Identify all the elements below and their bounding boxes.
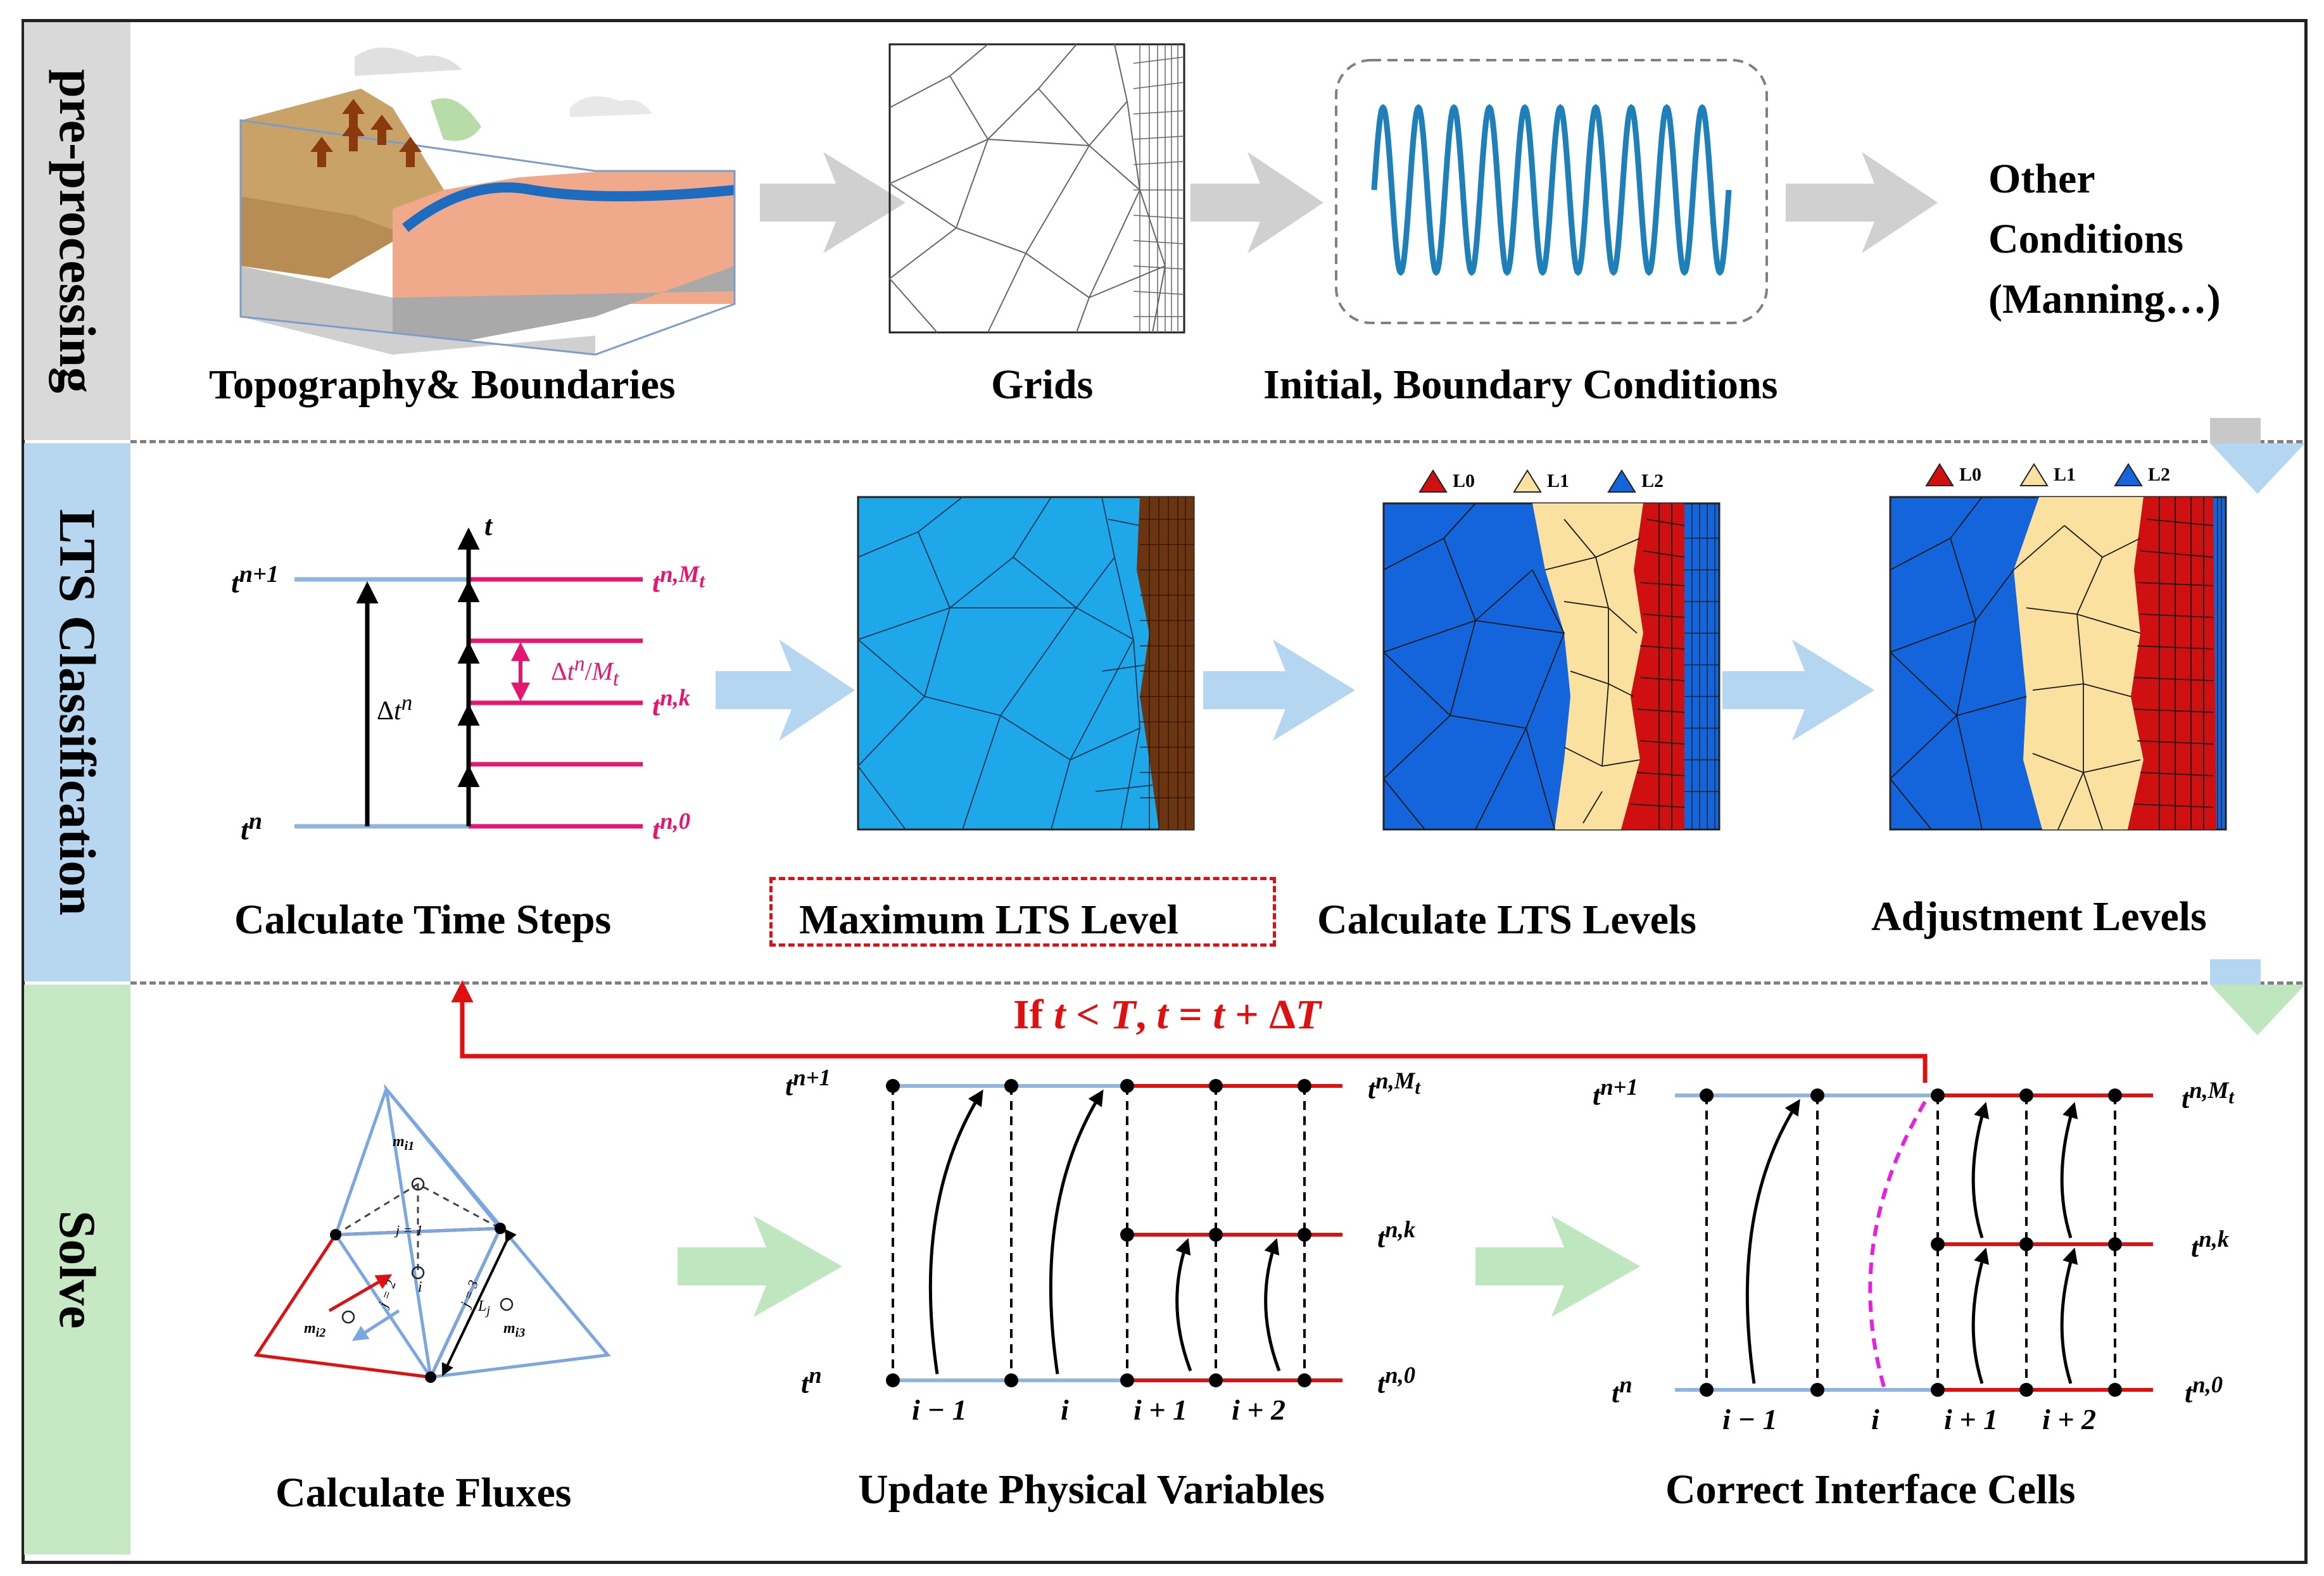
label-initial-boundary: Initial, Boundary Conditions — [1263, 362, 1778, 408]
flow-arrow-blue-3 — [1722, 640, 1874, 741]
legend2-l1-label: L1 — [2054, 464, 2076, 485]
legend2-l1-marker — [2019, 463, 2049, 486]
legend-l1-marker — [1513, 469, 1542, 493]
outer-border — [22, 19, 2308, 1564]
tri-m-i1: mi1 — [393, 1133, 415, 1153]
initial-condition-panel — [1335, 59, 1768, 324]
upd-idx-1: i − 1 — [912, 1394, 967, 1426]
cor-t-nM: tn,Mt — [2182, 1077, 2234, 1114]
legend-l0-label: L0 — [1453, 470, 1475, 491]
tri-j1: j = 1 — [396, 1222, 423, 1238]
flow-arrow-blue-2 — [1203, 640, 1355, 741]
max-level-mesh — [857, 496, 1195, 831]
label-update: Update Physical Variables — [858, 1466, 1325, 1513]
cor-t-n: tn — [1612, 1371, 1632, 1409]
legend-l0-marker — [1418, 469, 1448, 493]
label-max-level: Maximum LTS Level — [799, 897, 1178, 943]
tl-t-nM: tn,Mt — [652, 561, 705, 598]
tl-t-np1: tn+1 — [231, 561, 279, 599]
label-time-steps: Calculate Time Steps — [234, 897, 612, 943]
time-step-diagram — [294, 527, 643, 829]
legend-l2-label: L2 — [1641, 470, 1664, 491]
tri-Lj: Lj — [478, 1298, 490, 1318]
upd-idx-2: i — [1061, 1394, 1069, 1426]
label-correct: Correct Interface Cells — [1665, 1466, 2076, 1513]
loop-condition: If t < T, t = t + ΔT — [1013, 992, 1322, 1038]
label-grids: Grids — [991, 362, 1094, 408]
correct-interface-diagram — [1675, 1088, 2153, 1397]
legend-l1-label: L1 — [1547, 470, 1570, 491]
flow-arrow-green-1 — [678, 1216, 842, 1317]
label-calc-levels: Calculate LTS Levels — [1317, 897, 1696, 943]
section-bar-lts: LTS Classification — [24, 443, 130, 981]
tl-t-n0: tn,0 — [652, 808, 691, 845]
cor-idx-2: i — [1871, 1403, 1879, 1435]
topography-illustration — [239, 47, 736, 356]
upd-idx-4: i + 2 — [1232, 1394, 1285, 1426]
legend2-l2-label: L2 — [2148, 464, 2171, 485]
upd-t-np1: tn+1 — [785, 1064, 831, 1102]
tl-dt: Δtn — [377, 690, 413, 726]
upd-t-nk: tn,k — [1377, 1216, 1416, 1254]
grid-mesh — [888, 43, 1185, 334]
flow-arrow-gray-1 — [760, 152, 906, 253]
upd-t-n: tn — [801, 1362, 822, 1399]
tri-m-i2: mi2 — [304, 1320, 326, 1340]
section-bar-solve: Solve — [24, 985, 130, 1554]
label-fluxes: Calculate Fluxes — [275, 1470, 572, 1516]
upd-t-n0: tn,0 — [1377, 1362, 1416, 1399]
cor-t-nk: tn,k — [2191, 1226, 2230, 1263]
upd-t-nM: tn,Mt — [1368, 1068, 1420, 1105]
cor-idx-1: i − 1 — [1722, 1403, 1778, 1435]
section-bar-preprocessing: pre-processing — [24, 22, 130, 440]
tl-sub-dt: Δtn/Mt — [551, 652, 619, 691]
cor-idx-4: i + 2 — [2042, 1403, 2096, 1435]
flux-triangle-diagram — [253, 1083, 611, 1383]
tri-i: i — [418, 1279, 422, 1295]
legend-adjust-levels: L0 L1 L2 — [1925, 462, 2170, 488]
label-other-1: Other — [1988, 156, 2095, 202]
separator-2 — [130, 981, 2302, 985]
tl-t-axis: t — [484, 510, 493, 541]
flow-arrow-gray-2 — [1190, 152, 1323, 253]
cor-t-np1: tn+1 — [1593, 1074, 1638, 1111]
legend-calc-levels: L0 L1 L2 — [1418, 469, 1664, 494]
adjusted-levels-mesh — [1889, 496, 2227, 831]
tl-t-nk: tn,k — [652, 684, 691, 722]
legend2-l0-marker — [1925, 463, 1954, 486]
update-variables-diagram — [886, 1079, 1342, 1387]
label-adjust-levels: Adjustment Levels — [1871, 893, 2207, 940]
legend2-l2-marker — [2114, 463, 2143, 486]
lts-levels-mesh — [1382, 502, 1721, 831]
legend-l2-marker — [1607, 469, 1636, 493]
label-max-level-box — [769, 877, 1276, 947]
tri-m-i3: mi3 — [503, 1320, 526, 1340]
upd-idx-3: i + 1 — [1134, 1394, 1187, 1426]
cor-t-n0: tn,0 — [2185, 1371, 2223, 1409]
label-topography: Topography& Boundaries — [209, 362, 676, 408]
label-other-2: Conditions — [1988, 216, 2184, 262]
loop-arrow — [451, 980, 1928, 1083]
flow-arrow-blue-1 — [716, 640, 855, 741]
flow-arrow-gray-3 — [1786, 152, 1938, 253]
tl-t-n: tn — [241, 808, 263, 846]
separator-1 — [130, 440, 2302, 443]
section-down-arrow-2 — [2210, 959, 2305, 1035]
label-other-3: (Manning…) — [1988, 276, 2221, 322]
cor-idx-3: i + 1 — [1944, 1403, 1998, 1435]
flow-arrow-green-2 — [1475, 1216, 1640, 1317]
legend2-l0-label: L0 — [1959, 464, 1982, 485]
section-down-arrow-1 — [2210, 418, 2305, 494]
